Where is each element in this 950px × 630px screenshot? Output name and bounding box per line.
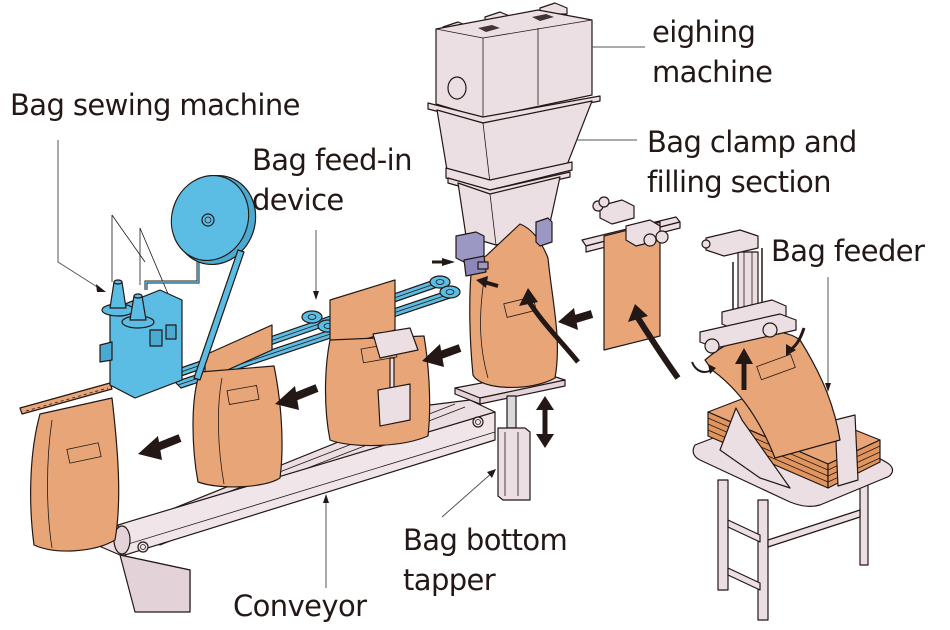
bag-sewn [19,382,120,552]
leader-bag-bottom-tapper [441,471,494,518]
bags-on-conveyor [19,279,462,552]
label-weighing-machine-line2: machine [652,55,772,89]
sewn-seam [19,382,113,415]
feeder-guide-left [719,407,791,489]
feeder-rotate-arrow-icon [786,327,806,356]
reel-feed-belt [193,249,245,381]
transfer-curved-arrow-icon [628,304,681,380]
label-conveyor: Conveyor [233,589,367,623]
label-bag-feeder: Bag feeder [771,234,925,268]
up-down-arrow-icon [536,396,554,448]
bag-insert-curved-arrow-icon [519,288,580,364]
label-bag-feed-in-line2: device [252,183,344,217]
label-bag-clamp-line1: Bag clamp and [647,125,857,159]
label-bag-clamp-line2: filling section [647,165,831,199]
feeder-small-arrow-icon [691,361,716,374]
belt-pulley [439,285,461,299]
bag-clamp-filling-section [432,217,594,388]
bag-middle [192,324,283,488]
tapper-cylinder [497,427,531,501]
weighing-machine [427,2,601,246]
flow-arrow-icon [422,344,462,367]
bag-clamp-right [535,217,553,247]
conveyor-base-front [119,554,191,613]
feeder-guide-right [834,414,859,487]
belt-pulley [429,275,451,289]
feeder-lift-arrow-icon [735,348,753,390]
bag-transfer-gripper [581,196,681,380]
bag-to-filler-arrow-icon [558,308,594,330]
inspection-port-icon [447,76,467,100]
bag-in-feed-in [324,279,431,447]
conveyor-bolt-icon [137,541,149,553]
label-bag-bottom-tapper-line1: Bag bottom [403,523,567,557]
flow-arrow-icon [275,384,319,410]
bag-label-area [503,296,537,318]
bag-clamp-left [455,231,489,277]
belt-pulley [301,310,323,324]
conveyor-bolt-icon [472,416,484,428]
tapper-rod [506,395,517,429]
weigh-hopper-box [435,9,593,119]
bag-holder-plate [377,383,411,427]
clamp-close-arrow-icon [476,276,499,288]
suction-pickup-head [699,229,797,354]
flow-arrow-icon [138,434,182,460]
bag-feeder [691,229,894,621]
label-bag-bottom-tapper-line2: tapper [403,563,496,597]
label-bag-sewing-machine: Bag sewing machine [10,88,300,122]
bag-sewing-machine [99,174,257,399]
label-weighing-machine-line1: eighing [652,15,755,49]
clamp-arrow-icon [442,258,455,266]
thread-cone-icon [109,281,127,309]
label-bag-feed-in-line1: Bag feed-in [252,143,412,177]
callout-labels: eighing machine Bag clamp and filling se… [10,15,926,623]
leader-sewing-machine [57,140,103,291]
leader-lines [57,46,831,588]
